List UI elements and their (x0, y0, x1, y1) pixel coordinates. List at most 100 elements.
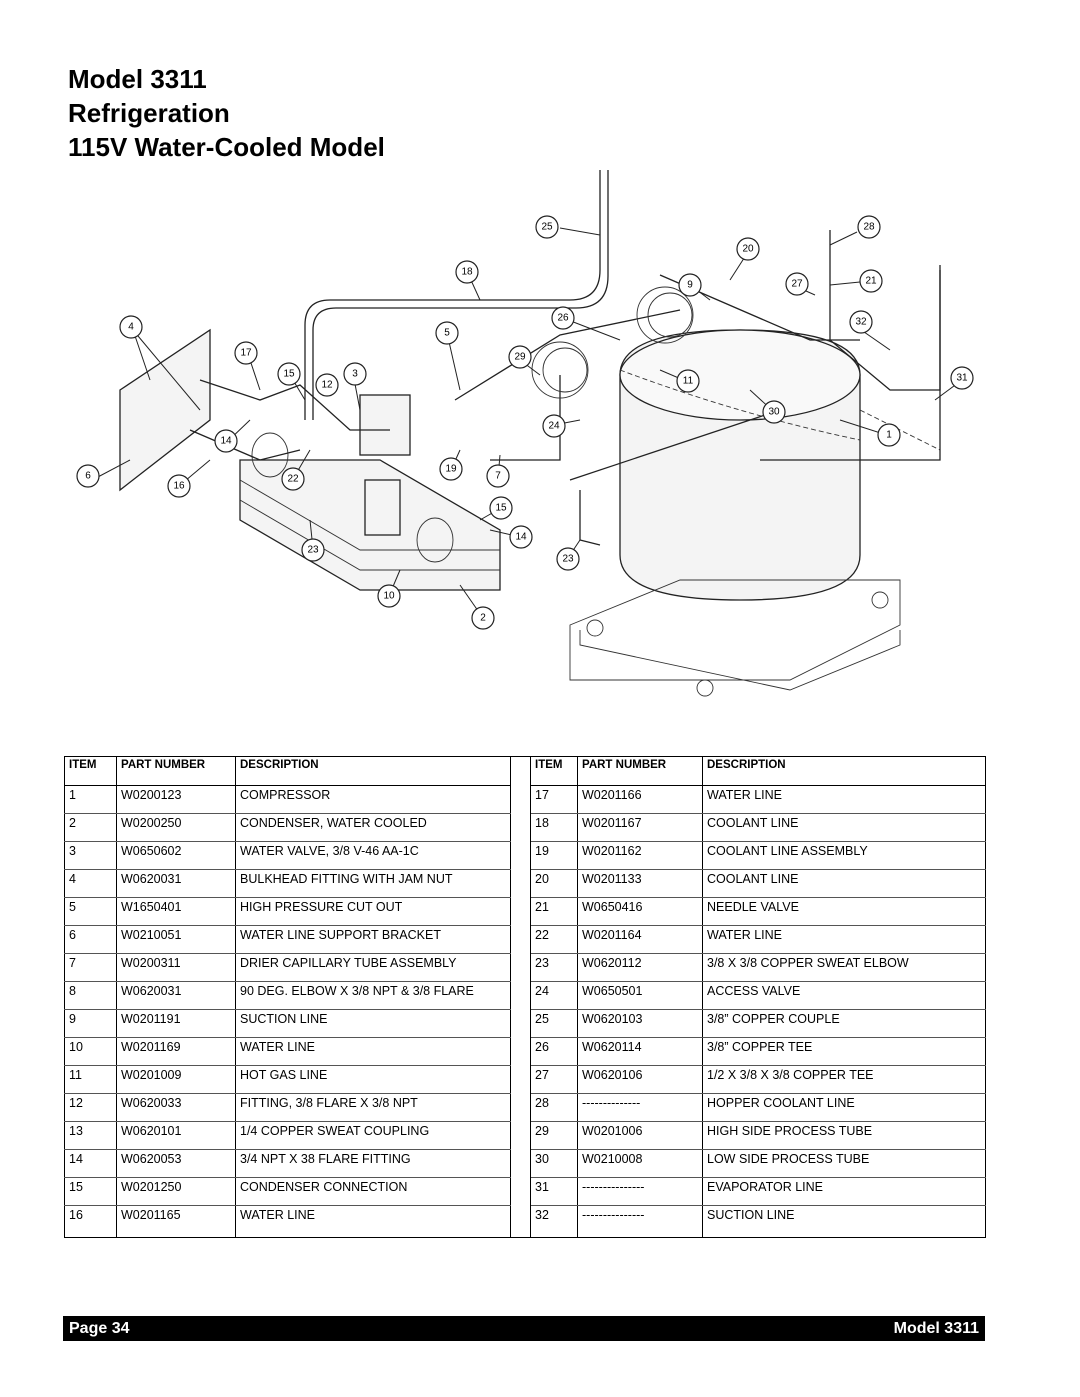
description-cell: ACCESS VALVE (702, 981, 986, 1010)
item-cell: 7 (64, 953, 117, 982)
description-cell: BULKHEAD FITTING WITH JAM NUT (235, 869, 511, 898)
item-cell: 21 (530, 897, 578, 926)
column-gap (510, 1177, 531, 1206)
item-cell: 8 (64, 981, 117, 1010)
header-description: DESCRIPTION (235, 756, 511, 786)
svg-text:26: 26 (557, 313, 569, 324)
callout-30: 30 (762, 400, 786, 424)
svg-text:1: 1 (886, 430, 892, 441)
part-number-cell: W0201133 (577, 869, 703, 898)
part-number-cell: W0620112 (577, 953, 703, 982)
part-number-cell: W0201164 (577, 925, 703, 954)
item-cell: 1 (64, 785, 117, 814)
item-cell: 2 (64, 813, 117, 842)
svg-text:6: 6 (85, 471, 91, 482)
svg-text:27: 27 (791, 279, 803, 290)
part-number-cell: W0620103 (577, 1009, 703, 1038)
part-number-cell: W0200250 (116, 813, 236, 842)
part-number-cell: W1650401 (116, 897, 236, 926)
column-gap (510, 1093, 531, 1122)
svg-text:3: 3 (352, 369, 358, 380)
callout-26: 26 (551, 306, 575, 330)
item-cell: 31 (530, 1177, 578, 1206)
svg-text:17: 17 (240, 348, 252, 359)
description-cell: CONDENSER CONNECTION (235, 1177, 511, 1206)
item-cell: 27 (530, 1065, 578, 1094)
water-valve-drawing (359, 394, 411, 536)
callout-12: 12 (315, 373, 339, 397)
svg-text:4: 4 (128, 322, 134, 333)
svg-text:25: 25 (541, 222, 553, 233)
svg-text:24: 24 (548, 421, 560, 432)
part-number-cell: -------------- (577, 1093, 703, 1122)
part-number-cell: W0620114 (577, 1037, 703, 1066)
item-cell: 13 (64, 1121, 117, 1150)
header-part-number-right: PART NUMBER (577, 756, 703, 786)
header-item: ITEM (64, 756, 117, 786)
description-cell: LOW SIDE PROCESS TUBE (702, 1149, 986, 1178)
callout-1: 1 (877, 423, 901, 447)
item-cell: 23 (530, 953, 578, 982)
column-gap (510, 897, 531, 926)
item-cell: 25 (530, 1009, 578, 1038)
callout-14: 14 (214, 429, 238, 453)
callout-17: 17 (234, 341, 258, 365)
part-number-cell: W0200311 (116, 953, 236, 982)
description-cell: WATER LINE (702, 925, 986, 954)
callout-5: 5 (435, 321, 459, 345)
description-cell: 3/8” COPPER TEE (702, 1037, 986, 1066)
compressor-drawing (569, 329, 941, 697)
callout-19: 19 (439, 457, 463, 481)
page-footer: Page 34 Model 3311 (63, 1316, 985, 1341)
callout-32: 32 (849, 310, 873, 334)
description-cell: COOLANT LINE ASSEMBLY (702, 841, 986, 870)
part-number-cell: --------------- (577, 1177, 703, 1206)
svg-text:21: 21 (865, 276, 877, 287)
description-cell: CONDENSER, WATER COOLED (235, 813, 511, 842)
item-cell: 14 (64, 1149, 117, 1178)
description-cell: WATER LINE (235, 1205, 511, 1238)
callout-7: 7 (486, 464, 510, 488)
part-number-cell: W0620053 (116, 1149, 236, 1178)
column-gap (510, 841, 531, 870)
part-number-cell: W0650602 (116, 841, 236, 870)
description-cell: COOLANT LINE (702, 813, 986, 842)
item-cell: 12 (64, 1093, 117, 1122)
callout-16: 16 (167, 474, 191, 498)
column-gap (510, 981, 531, 1010)
description-cell: 1/2 X 3/8 X 3/8 COPPER TEE (702, 1065, 986, 1094)
item-cell: 28 (530, 1093, 578, 1122)
column-gap (510, 953, 531, 982)
callout-4: 4 (119, 315, 143, 339)
part-number-cell: W0201167 (577, 813, 703, 842)
page-title: Model 3311 Refrigeration 115V Water-Cool… (68, 62, 385, 164)
column-gap (510, 1037, 531, 1066)
part-number-cell: W0620031 (116, 981, 236, 1010)
item-cell: 22 (530, 925, 578, 954)
svg-text:12: 12 (321, 380, 333, 391)
svg-text:14: 14 (220, 436, 232, 447)
description-cell: HIGH PRESSURE CUT OUT (235, 897, 511, 926)
description-cell: COMPRESSOR (235, 785, 511, 814)
description-cell: 1/4 COPPER SWEAT COUPLING (235, 1121, 511, 1150)
description-cell: 3/8 X 3/8 COPPER SWEAT ELBOW (702, 953, 986, 982)
item-cell: 9 (64, 1009, 117, 1038)
page-number: Page 34 (69, 1320, 130, 1337)
callout-23b: 23 (556, 547, 580, 571)
svg-text:15: 15 (495, 503, 507, 514)
description-cell: COOLANT LINE (702, 869, 986, 898)
item-cell: 19 (530, 841, 578, 870)
description-cell: 3/4 NPT X 38 FLARE FITTING (235, 1149, 511, 1178)
column-gap (510, 1205, 531, 1238)
item-cell: 3 (64, 841, 117, 870)
callout-22: 22 (281, 467, 305, 491)
callout-24: 24 (542, 414, 566, 438)
column-gap (510, 1121, 531, 1150)
part-number-cell: W0201165 (116, 1205, 236, 1238)
part-number-cell: W0201250 (116, 1177, 236, 1206)
